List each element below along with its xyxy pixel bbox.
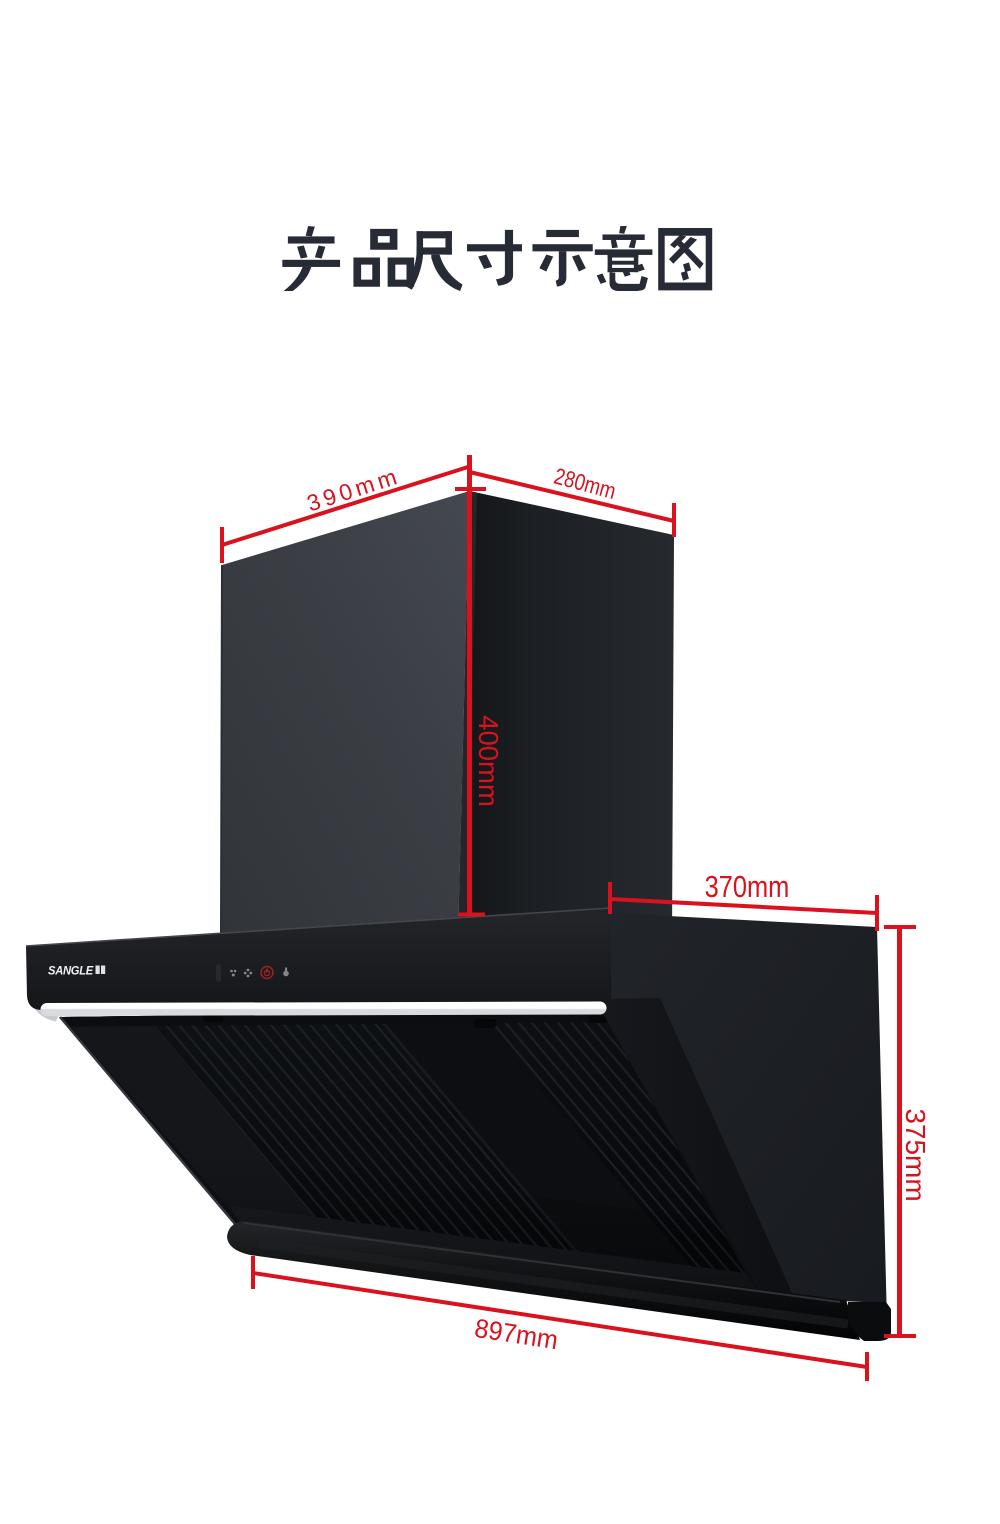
svg-text:375mm: 375mm [900, 1108, 931, 1201]
svg-text:897mm: 897mm [473, 1314, 560, 1355]
svg-text:400mm: 400mm [473, 715, 504, 807]
svg-text:370mm: 370mm [705, 870, 790, 905]
svg-text:SANGLE: SANGLE [48, 964, 94, 978]
svg-text:390mm: 390mm [304, 462, 404, 516]
